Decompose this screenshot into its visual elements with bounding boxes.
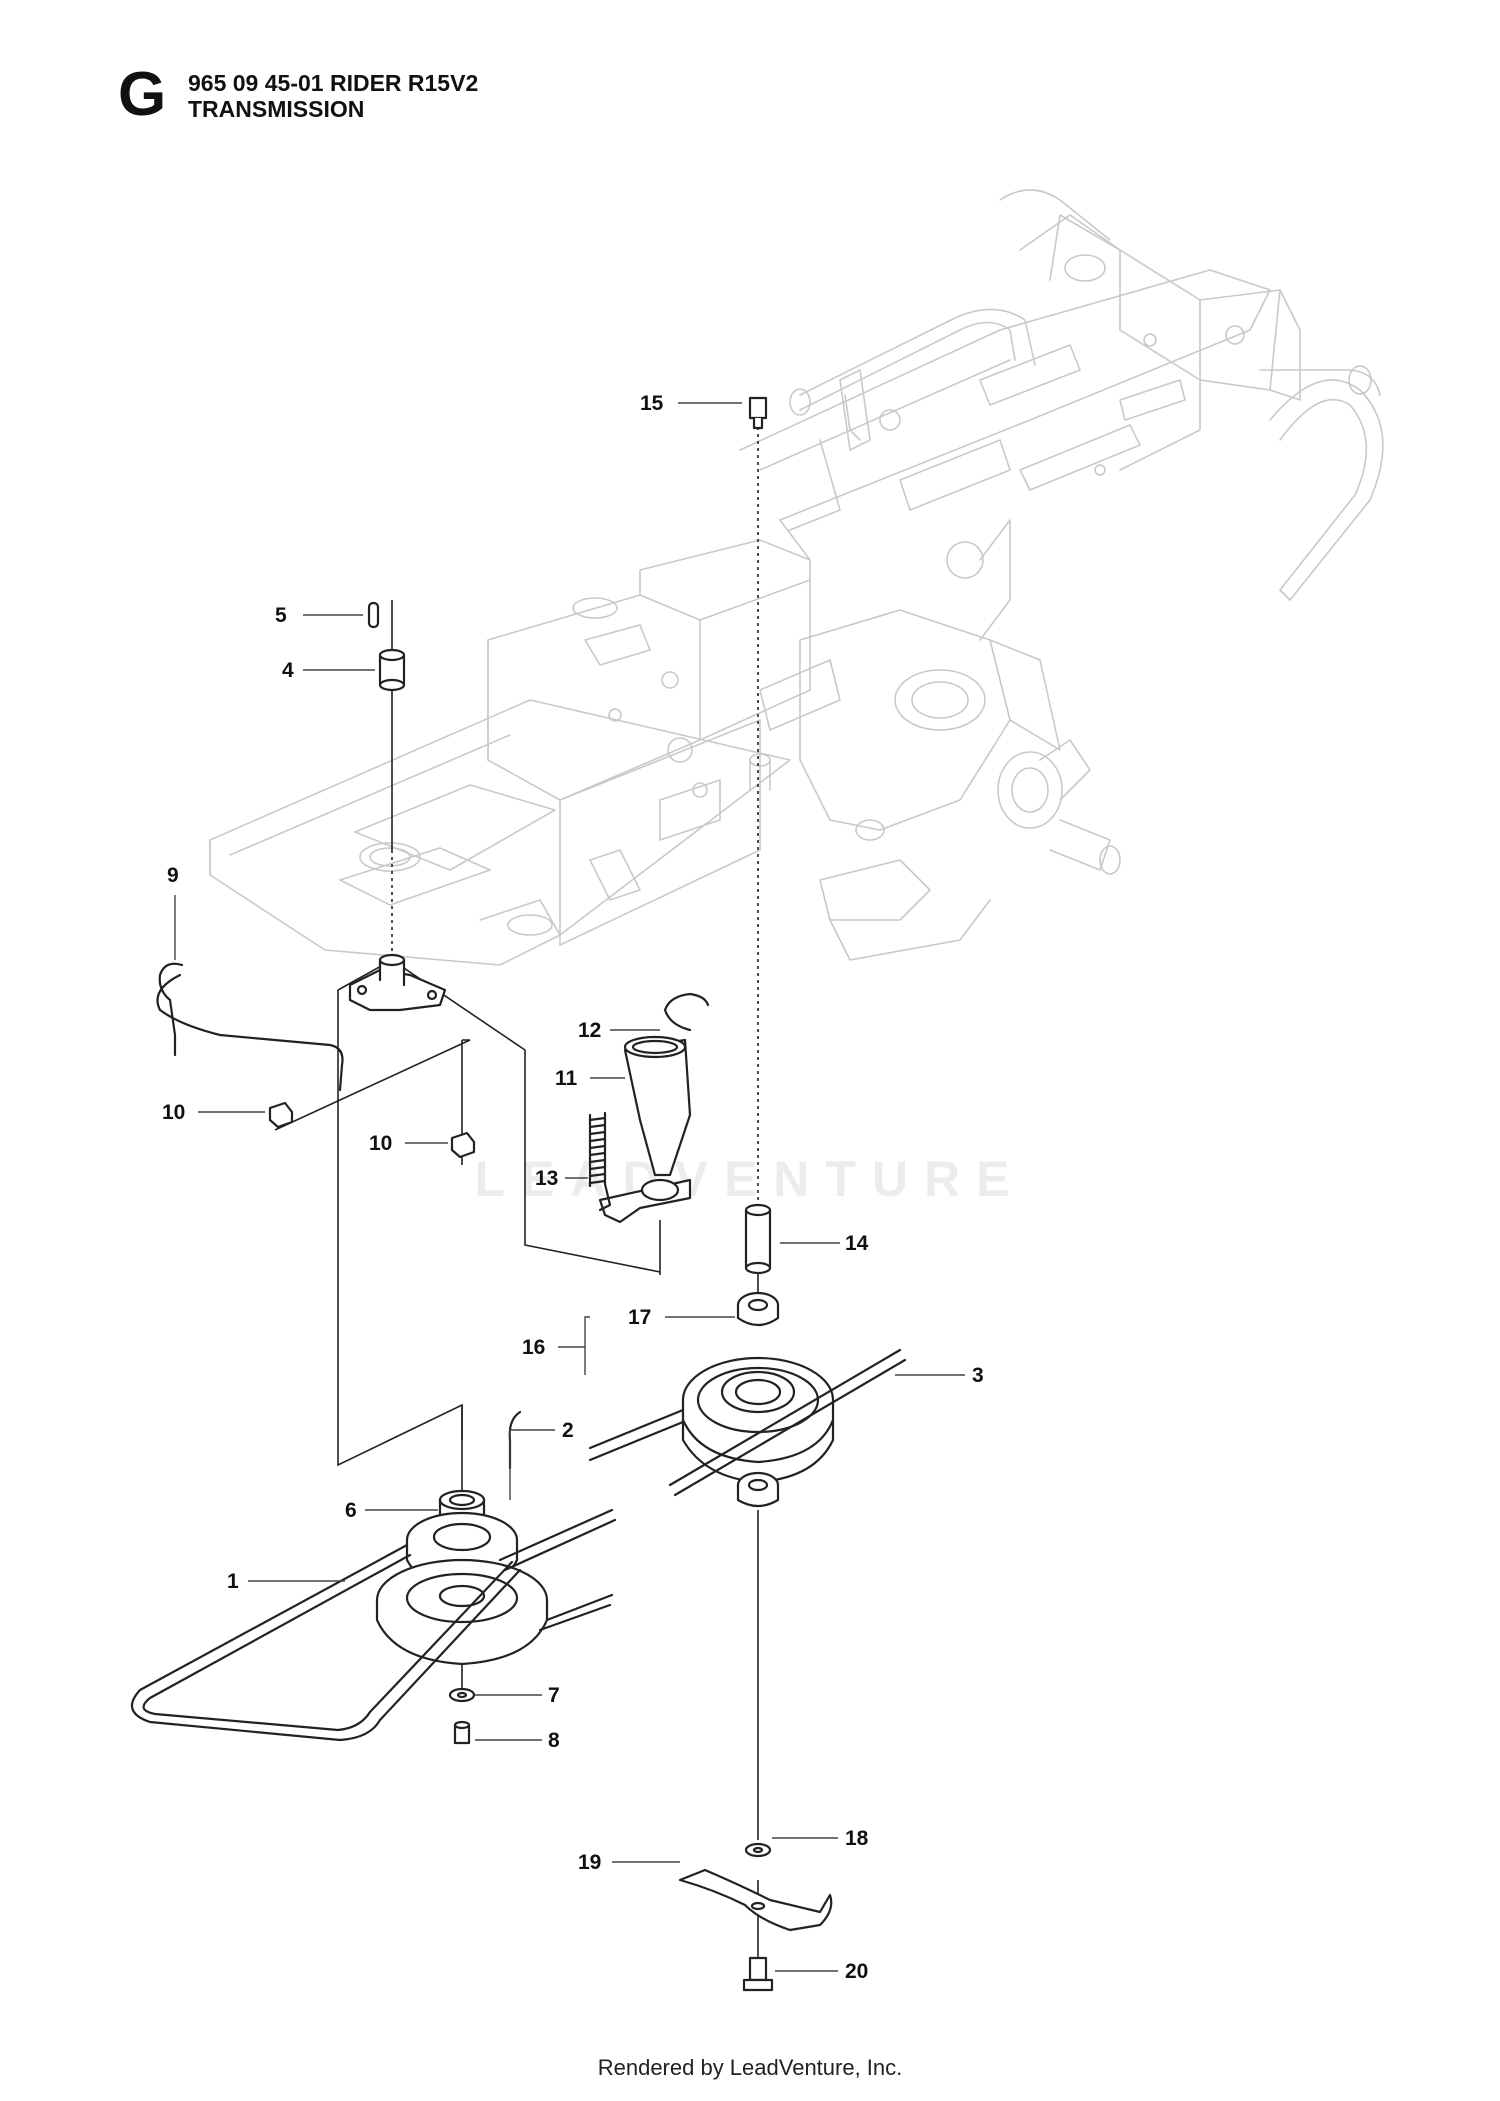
- part-13-spring: [588, 1111, 612, 1212]
- part-7-washer: [448, 1687, 476, 1703]
- callout-8: 8: [548, 1729, 560, 1752]
- callout-10-center: 10: [369, 1132, 392, 1155]
- chassis-frame: [209, 189, 1384, 966]
- callout-5: 5: [275, 604, 287, 627]
- section-title: TRANSMISSION: [188, 96, 365, 122]
- callout-17: 17: [628, 1306, 651, 1329]
- callout-1: 1: [227, 1570, 239, 1593]
- callout-11: 11: [555, 1067, 578, 1090]
- bracket-outline: [337, 959, 661, 1273]
- section-letter: G: [118, 60, 167, 129]
- part-15-bolt: [748, 396, 768, 430]
- part-17-bearing-lower: [736, 1471, 780, 1508]
- leader-lines: [174, 402, 965, 1972]
- bracket-outline-lower: [274, 1039, 471, 1131]
- part-17-bearing: [736, 1291, 780, 1327]
- callout-9: 9: [167, 864, 179, 887]
- part-10-nut-left: [268, 1101, 294, 1129]
- part-1-pulley-large: [375, 1558, 549, 1666]
- callout-6: 6: [345, 1499, 357, 1522]
- part-9-rod: [156, 962, 344, 1092]
- part-14-spacer: [744, 1203, 772, 1275]
- idler-bracket-plate: [348, 953, 447, 1012]
- callout-18: 18: [845, 1827, 869, 1850]
- watermark: LEADVENTURE: [474, 1151, 1026, 1207]
- callout-20: 20: [845, 1960, 868, 1983]
- callout-2: 2: [562, 1419, 574, 1442]
- part-18-washer: [744, 1842, 772, 1858]
- part-12-clip: [663, 992, 710, 1032]
- part-10-nut-center: [450, 1131, 476, 1159]
- callout-3: 3: [972, 1364, 984, 1387]
- callout-12: 12: [578, 1019, 601, 1042]
- part-1-belt: [130, 1410, 617, 1742]
- part-3-idler-pulley: [681, 1356, 835, 1484]
- callout-4: 4: [282, 659, 294, 682]
- callout-19: 19: [578, 1851, 601, 1874]
- part-11-idler-arm: [598, 1035, 692, 1224]
- footer-credit: Rendered by LeadVenture, Inc.: [597, 2055, 903, 2080]
- callout-13: 13: [535, 1167, 558, 1190]
- callout-10-left: 10: [162, 1101, 185, 1124]
- part-20-bolt: [742, 1956, 774, 1992]
- part-5-pin: [367, 601, 380, 629]
- part-4-spacer: [378, 648, 406, 692]
- part-2-belt: [588, 1348, 907, 1497]
- callout-16: 16: [522, 1336, 545, 1359]
- part-8-bolt: [453, 1720, 471, 1745]
- model-number: 965 09 45-01 RIDER R15V2: [188, 70, 479, 96]
- part-19-belt-guide: [678, 1868, 833, 1932]
- callout-15: 15: [640, 392, 664, 415]
- bracket-outline-left: [337, 990, 463, 1467]
- callout-14: 14: [845, 1232, 869, 1255]
- callout-7: 7: [548, 1684, 560, 1707]
